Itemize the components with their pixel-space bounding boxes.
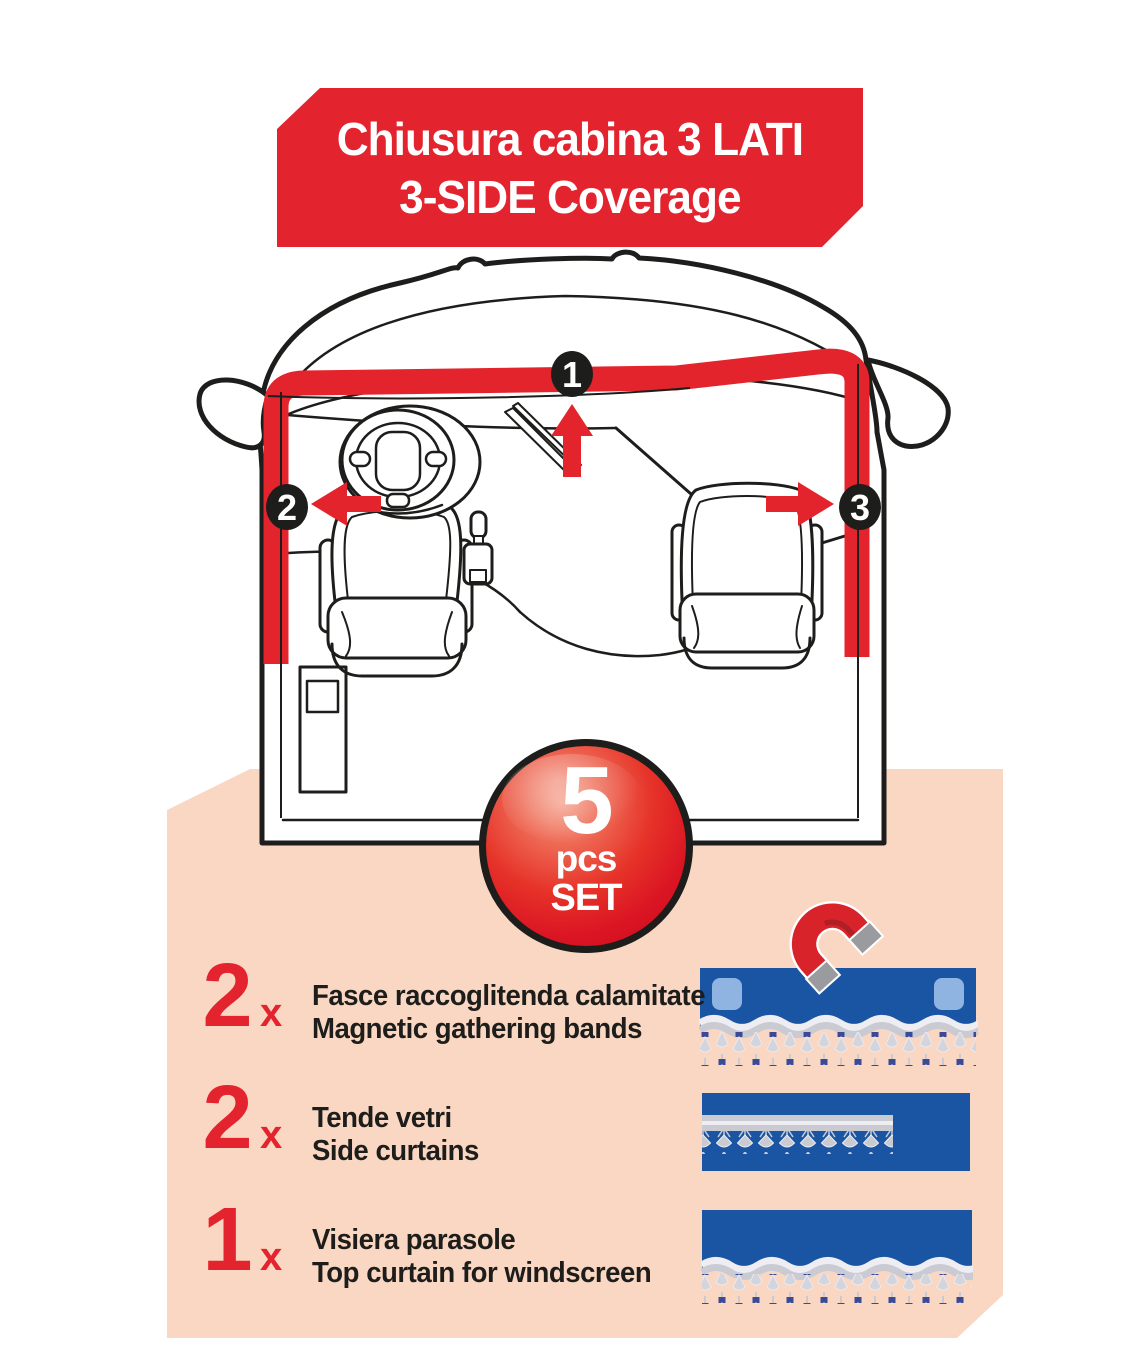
marker-2 bbox=[266, 484, 308, 530]
quantity: 1 x bbox=[194, 1190, 283, 1290]
label-italian: Visiera parasole bbox=[312, 1224, 516, 1256]
quantity-times: x bbox=[260, 1235, 283, 1279]
curtain-path-red-band bbox=[263, 348, 870, 664]
arrow-left-icon bbox=[311, 482, 381, 526]
label-english: Magnetic gathering bands bbox=[312, 1013, 642, 1045]
arrow-right-icon bbox=[766, 482, 834, 526]
product-labels: Tende vetri Side curtains bbox=[312, 1102, 488, 1168]
left-mirror-icon bbox=[196, 377, 271, 451]
badge-set: SET bbox=[550, 877, 623, 919]
marker-3-label: 3 bbox=[850, 487, 870, 528]
label-english: Top curtain for windscreen bbox=[312, 1257, 652, 1289]
label-english: Side curtains bbox=[312, 1135, 479, 1167]
marker-1-label: 1 bbox=[562, 354, 582, 395]
driver-seat bbox=[318, 498, 474, 678]
label-italian: Tende vetri bbox=[312, 1102, 452, 1134]
product-labels: Visiera parasole Top curtain for windscr… bbox=[312, 1224, 669, 1290]
product-labels: Fasce raccoglitenda calamitate Magnetic … bbox=[312, 980, 726, 1046]
title-line-italian: Chiusura cabina 3 LATI bbox=[336, 112, 804, 165]
wiper-icon-inner bbox=[512, 402, 582, 469]
badge-count: 5 bbox=[560, 747, 613, 854]
marker-2-label: 2 bbox=[277, 487, 297, 528]
title-line-english: 3-SIDE Coverage bbox=[399, 170, 741, 223]
quantity: 2 x bbox=[194, 946, 283, 1046]
badge-unit: pcs bbox=[555, 838, 618, 879]
quantity-number: 2 bbox=[202, 1068, 252, 1168]
marker-1 bbox=[551, 351, 593, 397]
gear-lever bbox=[462, 510, 494, 586]
quantity-number: 2 bbox=[202, 946, 252, 1046]
steering-wheel bbox=[338, 404, 482, 520]
right-mirror-icon bbox=[865, 357, 951, 449]
passenger-seat bbox=[670, 481, 824, 670]
arrow-up-icon bbox=[551, 404, 593, 477]
wiper-icon bbox=[504, 407, 576, 475]
pcs-set-badge: 5 pcs SET bbox=[479, 739, 693, 953]
marker-3 bbox=[839, 484, 881, 530]
quantity: 2 x bbox=[194, 1068, 283, 1168]
quantity-times: x bbox=[260, 991, 283, 1035]
title-banner: Chiusura cabina 3 LATI 3-SIDE Coverage bbox=[277, 88, 863, 247]
label-italian: Fasce raccoglitenda calamitate bbox=[312, 980, 706, 1012]
quantity-times: x bbox=[260, 1113, 283, 1157]
quantity-number: 1 bbox=[202, 1190, 252, 1290]
